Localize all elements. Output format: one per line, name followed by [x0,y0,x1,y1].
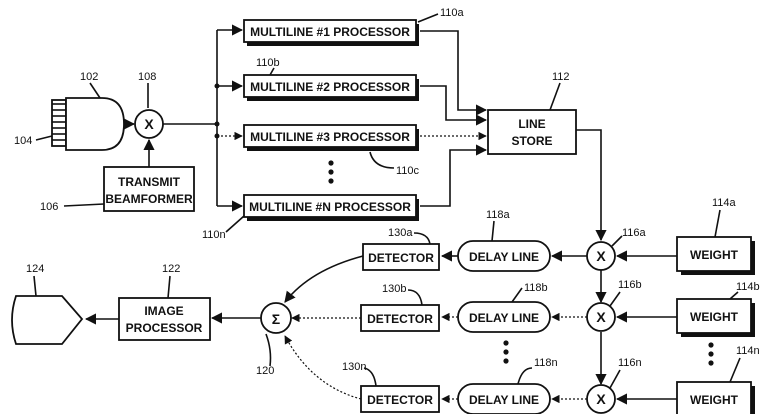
multiline-3-processor: MULTILINE #3 PROCESSOR [244,125,419,151]
transmit-label-2: BEAMFORMER [105,192,193,206]
transmit-label-1: TRANSMIT [118,175,181,189]
detector-a: DETECTOR [363,244,439,270]
ref-124: 124 [26,263,44,275]
multiply-symbol: X [596,391,606,407]
delay-line-ellipsis [503,340,508,363]
multiply-symbol: X [596,309,606,325]
line-store-block: LINE STORE [488,110,576,154]
transmit-beamformer-block: TRANSMIT BEAMFORMER [104,167,194,211]
multiply-symbol: X [144,116,154,132]
detector-label: DETECTOR [367,312,433,326]
ref-116n: 116n [618,357,642,369]
ref-118b: 118b [524,282,548,294]
ref-118a: 118a [486,209,511,221]
mln-label: MULTILINE #N PROCESSOR [249,200,411,214]
multiline-ellipsis [328,160,333,183]
ref-130n: 130n [342,361,366,373]
image-processor-block: IMAGE PROCESSOR [119,298,210,340]
delay-line-b: DELAY LINE [458,302,550,332]
ref-102: 102 [80,71,98,83]
multiplier-116b: X [587,303,615,331]
ref-118n: 118n [534,357,558,369]
delay-line-n: DELAY LINE [458,384,550,414]
ref-116b: 116b [618,279,642,291]
delay-line-label: DELAY LINE [469,250,539,264]
ml1-label: MULTILINE #1 PROCESSOR [250,25,410,39]
summer-120: Σ [261,303,291,333]
image-processor-label-2: PROCESSOR [126,321,203,335]
multiplier-116n: X [587,385,615,413]
line-store-label-2: STORE [511,134,552,148]
multiline-1-processor: MULTILINE #1 PROCESSOR [244,20,419,46]
weight-label: WEIGHT [690,310,739,324]
multiply-symbol: X [596,248,606,264]
detector-label: DETECTOR [368,251,434,265]
ref-114a: 114a [712,197,737,209]
multiline-2-processor: MULTILINE #2 PROCESSOR [244,75,419,101]
ml2-label: MULTILINE #2 PROCESSOR [250,80,410,94]
ref-130b: 130b [382,283,406,295]
sum-symbol: Σ [272,311,280,327]
detector-b: DETECTOR [361,305,439,331]
weight-block-a: WEIGHT [677,237,755,275]
image-processor-label-1: IMAGE [144,304,183,318]
ref-110n: 110n [202,229,226,241]
ml3-label: MULTILINE #3 PROCESSOR [250,130,410,144]
weight-ellipsis [708,342,713,365]
ref-112: 112 [552,71,570,83]
ref-104: 104 [14,135,32,147]
ref-110c: 110c [396,165,420,177]
ref-110a: 110a [440,7,465,19]
line-store-label-1: LINE [518,117,545,131]
ref-108: 108 [138,71,156,83]
ref-106: 106 [40,201,58,213]
ref-120: 120 [256,365,274,377]
ref-110b: 110b [256,57,280,69]
detector-label: DETECTOR [367,393,433,407]
delay-line-label: DELAY LINE [469,311,539,325]
ref-116a: 116a [622,227,647,239]
multiline-n-processor: MULTILINE #N PROCESSOR [244,195,419,221]
delay-line-a: DELAY LINE [458,241,550,271]
multiplier-116a: X [587,242,615,270]
ref-114n: 114n [736,345,760,357]
display-monitor [12,296,82,344]
weight-block-n: WEIGHT [677,382,755,414]
delay-line-label: DELAY LINE [469,393,539,407]
multiplier-108: X [135,110,163,138]
detector-n: DETECTOR [361,386,439,412]
weight-label: WEIGHT [690,248,739,262]
ref-122: 122 [162,263,180,275]
ref-130a: 130a [388,227,413,239]
weight-label: WEIGHT [690,393,739,407]
transducer-probe [52,98,124,150]
weight-block-b: WEIGHT [677,299,755,337]
ref-114b: 114b [736,281,760,293]
